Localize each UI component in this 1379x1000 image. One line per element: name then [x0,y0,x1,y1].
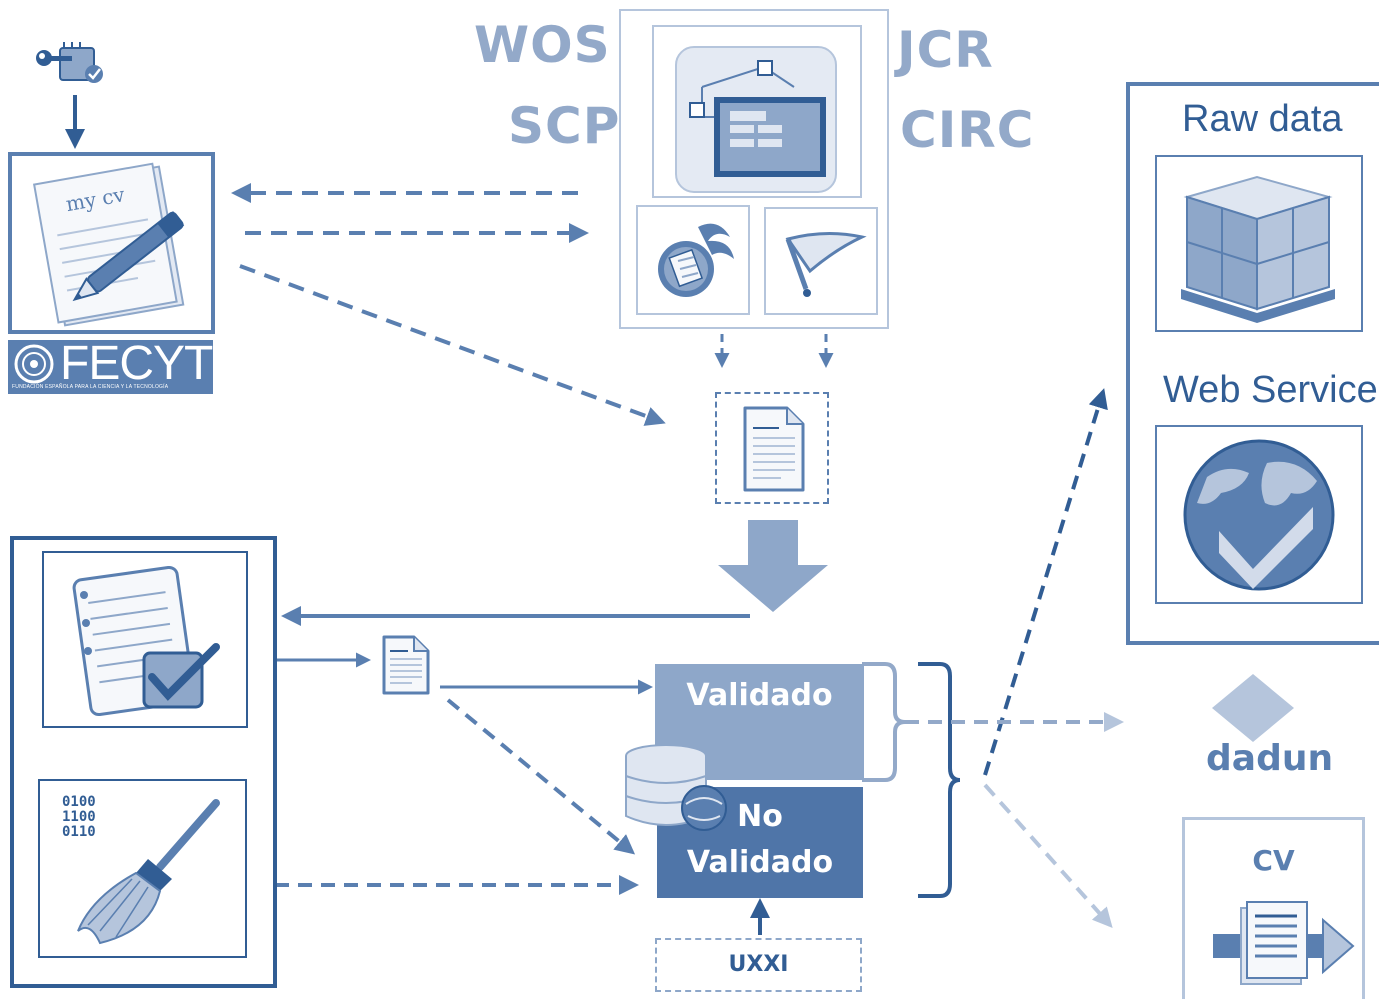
brace-validado [862,662,906,782]
flaming-document-icon [658,223,734,297]
source-jcr-label: JCR [897,21,994,79]
binary-line: 0100 [62,794,96,810]
edit-validate-panel [42,551,248,728]
export-documents-icon [1213,901,1355,985]
uxxi-label: UXXI [728,952,789,977]
raw-data-label: Raw data [1182,98,1343,140]
database-icon [616,742,736,834]
globe-check-icon [1183,439,1335,591]
fecyt-logo: FECYT FUNDACIÓN ESPAÑOLA PARA LA CIENCIA… [8,340,213,394]
broom-icon [77,799,220,945]
big-down-arrow [718,520,828,612]
binary-line: 0110 [62,824,96,840]
arrow-to-web-service [983,388,1108,776]
web-service-label: Web Service [1163,369,1378,411]
no-validado-label-line2: Validado [686,845,834,880]
small-document-icon [378,633,434,697]
validado-label: Validado [686,678,833,713]
arrow-to-cv-output [983,783,1113,928]
arrow-doc-to-novalidado [446,698,636,855]
source-circ-label: CIRC [900,101,1035,159]
database-computer-panel [652,25,862,198]
fecyt-seal-icon [14,344,54,384]
raw-data-panel [1155,155,1363,332]
cv-document-icon: my cv [32,162,185,327]
web-service-panel [1155,425,1363,604]
cv-tool-frame: my cv [8,152,215,334]
notepad-check-icon [72,565,220,717]
binary-line: 1100 [62,809,96,825]
dadun-diamond-icon [1208,672,1298,744]
pennant-flag-icon [785,231,867,297]
subsource-panel-2 [764,207,878,315]
uxxi-box: UXXI [655,938,862,992]
pallet-boxes-icon [1181,175,1335,323]
fecyt-wordmark: FECYT [60,337,213,390]
arrow-cv-to-document [239,264,666,426]
dadun-label: dadun [1206,738,1334,779]
cv-output-label: CV [1252,844,1295,877]
binary-text: 0100 1100 0110 [62,795,96,840]
cleanup-panel: 0100 1100 0110 [38,779,247,958]
fecyt-subtitle: FUNDACIÓN ESPAÑOLA PARA LA CIENCIA Y LA … [12,384,169,390]
no-validado-label-line1: No [737,799,783,834]
brace-all [918,662,961,898]
subsource-panel-1 [636,205,750,315]
source-scp-label: SCP [508,97,621,155]
source-wos-label: WOS [474,16,611,74]
database-computer-icon [675,46,837,193]
key-icon [30,40,112,90]
merged-document-frame [715,392,829,504]
document-icon [743,406,805,492]
cv-output-panel: CV [1182,817,1365,999]
